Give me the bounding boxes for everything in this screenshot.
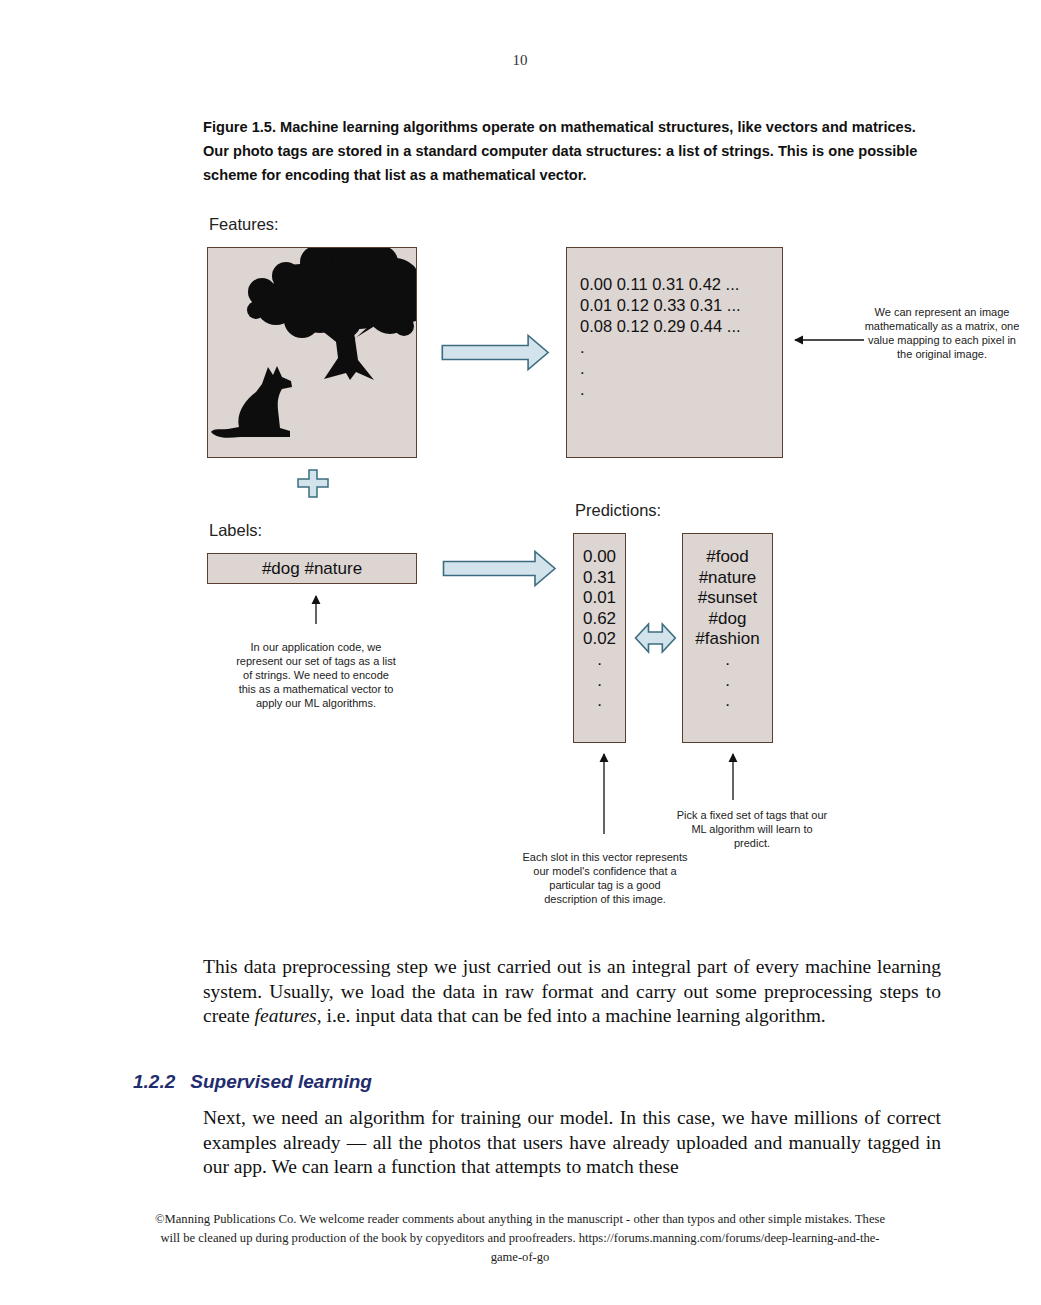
node-text: 0.00 0.11 0.31 0.42 ...	[580, 274, 770, 295]
section-heading: Predictions:	[575, 501, 661, 520]
node-text: .	[578, 650, 621, 671]
node-text: #dog #nature	[216, 558, 408, 579]
annotation: Pick a fixed set of tags that our ML alg…	[672, 808, 832, 850]
matrix-box: 0.00 0.11 0.31 0.42 ...0.01 0.12 0.33 0.…	[566, 247, 783, 458]
body-paragraph: This data preprocessing step we just car…	[203, 955, 941, 1029]
node-text: .	[580, 337, 770, 358]
node-text: #food	[688, 547, 767, 568]
emphasis: features	[250, 1005, 317, 1026]
section-heading: Labels:	[209, 521, 262, 540]
node-text: .	[688, 691, 767, 712]
figure-caption: Figure 1.5. Machine learning algorithms …	[203, 115, 943, 187]
node-text: 0.31	[578, 568, 621, 589]
node-text: .	[688, 650, 767, 671]
annotation: In our application code, we represent ou…	[236, 640, 396, 710]
node-text: #dog	[688, 609, 767, 630]
annotation: Each slot in this vector represents our …	[522, 850, 688, 906]
block-arrow	[442, 336, 548, 370]
page-number: 10	[420, 52, 620, 69]
node-text: .	[580, 358, 770, 379]
node-text: 0.01	[578, 588, 621, 609]
section-title: Supervised learning	[175, 1071, 372, 1092]
node-text: #sunset	[688, 588, 767, 609]
body-text: , i.e. input data that can be fed into a…	[317, 1005, 826, 1026]
node-text: #fashion	[688, 629, 767, 650]
plus-symbol	[298, 470, 328, 497]
page-footer: ©Manning Publications Co. We welcome rea…	[150, 1210, 890, 1267]
tree-and-dog-photo	[211, 248, 416, 438]
node-text: 0.02	[578, 629, 621, 650]
node-text: 0.62	[578, 609, 621, 630]
section-number: 1.2.2	[133, 1071, 175, 1092]
node-text: 0.00	[578, 547, 621, 568]
label-box: Labels:#dog #nature	[207, 553, 417, 584]
block-arrow	[636, 624, 676, 652]
node-text: 0.01 0.12 0.33 0.31 ...	[580, 295, 770, 316]
annotation: We can represent an image mathematically…	[864, 305, 1020, 361]
node-text: .	[578, 671, 621, 692]
image-box: Features:	[207, 247, 417, 458]
node-text: #nature	[688, 568, 767, 589]
block-arrow	[444, 552, 556, 586]
section-heading: 1.2.2Supervised learning	[133, 1071, 653, 1093]
prediction-vector: Predictions:0.000.310.010.620.02...	[573, 533, 626, 743]
body-paragraph: Next, we need an algorithm for training …	[203, 1106, 941, 1180]
node-text: 0.08 0.12 0.29 0.44 ...	[580, 316, 770, 337]
tag-vector: #food#nature#sunset#dog#fashion...	[682, 533, 773, 743]
node-text: .	[580, 379, 770, 400]
node-text: .	[578, 691, 621, 712]
section-heading: Features:	[209, 215, 279, 234]
node-text: .	[688, 671, 767, 692]
